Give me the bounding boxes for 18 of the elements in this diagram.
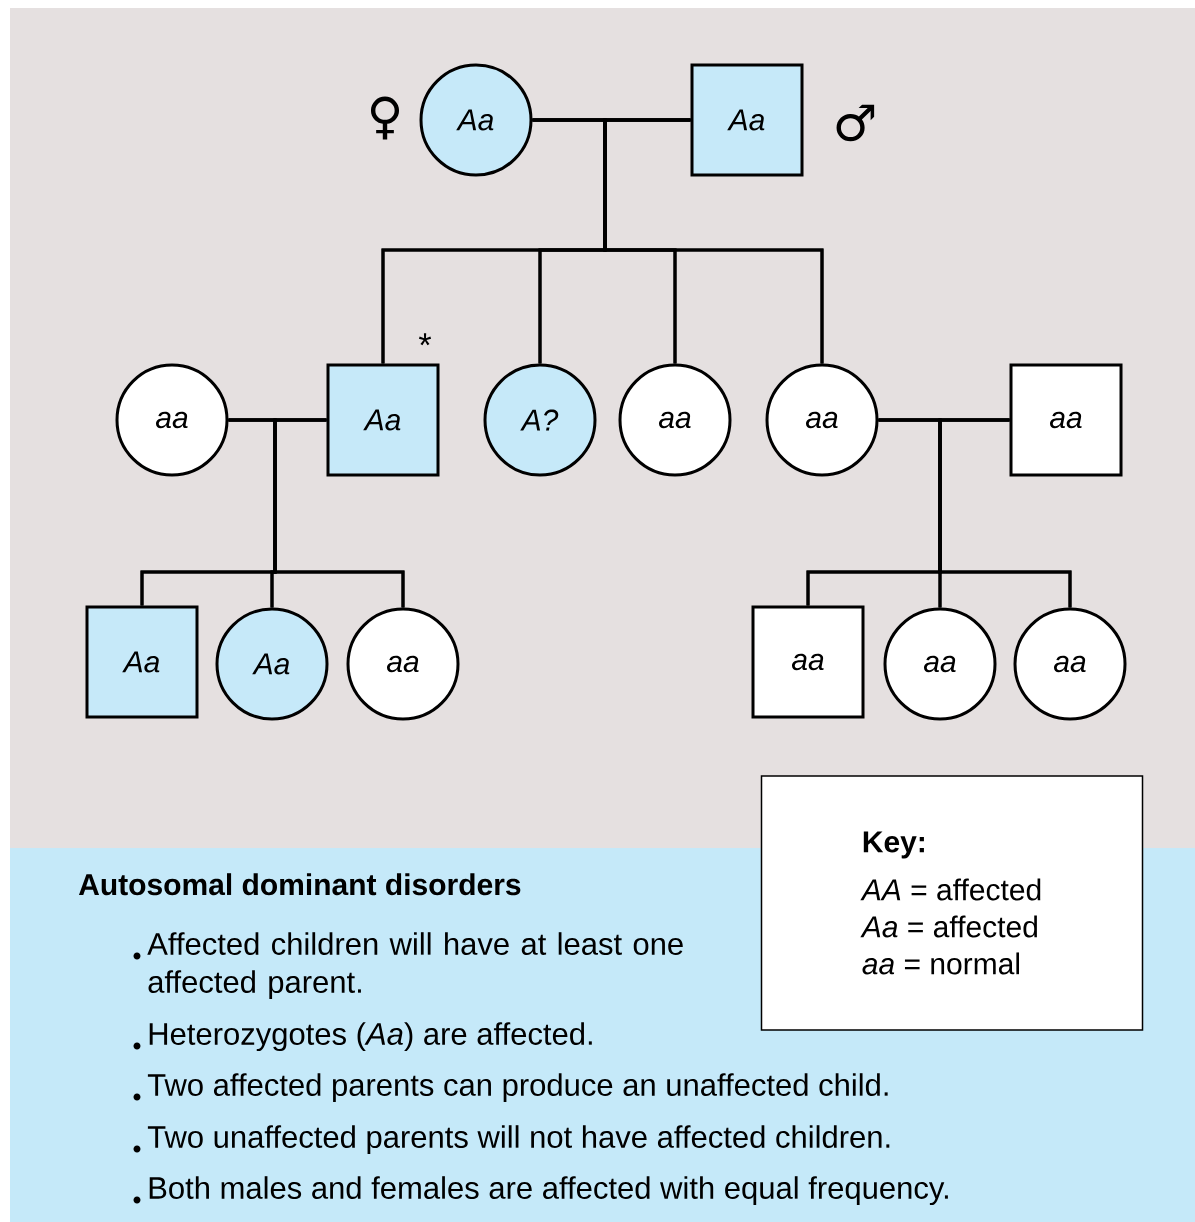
pedigree-line: [938, 418, 1072, 608]
pedigree-square: Aa: [326, 363, 440, 477]
section-heading: Autosomal dominant disorders: [78, 873, 521, 896]
bullet-text: Two affected parents can produce an unaffected child.: [147, 1073, 888, 1103]
sex-symbol: ♂: [836, 104, 875, 142]
pedigree-square: Aa: [85, 605, 199, 719]
asterisk-mark: *: [418, 333, 432, 346]
pedigree-square: aa: [1009, 363, 1123, 477]
bullet-text: Affected children will have at least one affected parent.: [147, 932, 683, 1000]
bullet-text: Two unaffected parents will not have affected children.: [147, 1125, 890, 1155]
pedigree-line: [603, 118, 824, 364]
key-box: Key: AA = affected Aa = affected aa = normal: [760, 775, 1144, 1031]
bullet-text: Heterozygotes (Aa) are affected.: [149, 1022, 592, 1052]
pedigree-square: Aa: [690, 63, 804, 177]
pedigree-line: [273, 418, 405, 608]
sex-symbol: ♀: [370, 96, 400, 140]
pedigree-square: aa: [751, 605, 865, 719]
bullet-text: Both males and females are affected with equal frequency.: [149, 1176, 948, 1206]
